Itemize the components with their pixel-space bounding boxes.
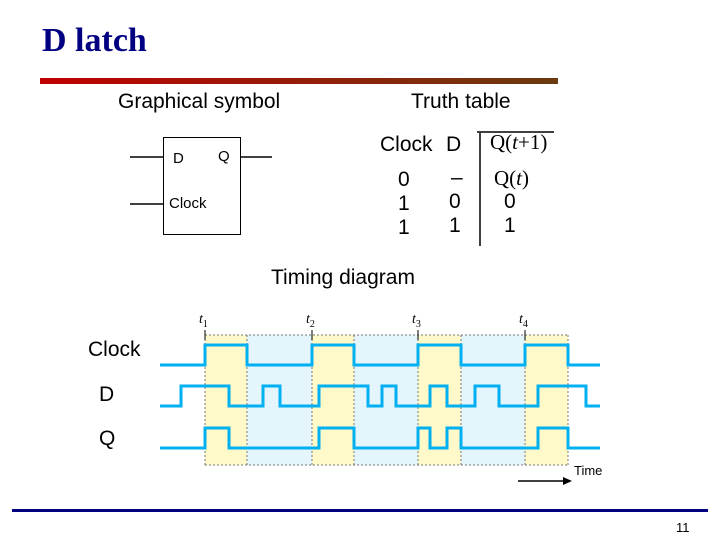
latch-symbol-box [163, 137, 241, 235]
timing-bands [205, 335, 568, 465]
page-number: 11 [676, 520, 690, 535]
q-waveform [160, 426, 600, 450]
band-high [525, 335, 568, 465]
truth-table-col-q: Q(t+1) [490, 130, 548, 154]
truth-table-heading: Truth table [411, 90, 511, 113]
band-low [354, 335, 418, 465]
truth-table-cell: – [451, 166, 463, 189]
truth-table-col-clock: Clock [380, 133, 433, 156]
time-marker-t1: t1 [199, 312, 208, 330]
graphical-symbol-heading: Graphical symbol [118, 90, 281, 113]
symbol-input-d: D [173, 150, 184, 167]
truth-table-cell: 0 [504, 190, 516, 213]
time-axis-label: Time [574, 463, 603, 478]
band-high [205, 335, 247, 465]
signal-label-clock: Clock [88, 338, 141, 361]
signal-label-d: D [99, 383, 115, 406]
slide-title: D latch [42, 22, 147, 59]
truth-table-cell: 1 [398, 192, 410, 215]
time-marker-ticks [204, 330, 526, 340]
time-marker-t2: t2 [306, 312, 315, 330]
footer-rule [12, 509, 708, 512]
time-arrow-icon [563, 477, 572, 485]
band-high [418, 335, 461, 465]
truth-table-cell: Q(t) [494, 166, 530, 190]
time-marker-t4: t4 [519, 312, 528, 330]
truth-table-cell: 1 [449, 214, 461, 237]
signal-label-q: Q [99, 427, 116, 450]
truth-table-cell: 0 [398, 168, 410, 191]
time-marker-t3: t3 [412, 312, 421, 330]
title-underline [40, 78, 558, 84]
clock-waveform [160, 343, 600, 367]
truth-table-cell: 1 [398, 216, 410, 239]
truth-table-cell: 1 [504, 214, 516, 237]
band-low [461, 335, 525, 465]
d-waveform [160, 384, 600, 408]
timing-diagram-heading: Timing diagram [271, 266, 415, 289]
symbol-input-clock: Clock [169, 195, 207, 212]
symbol-output-q: Q [218, 148, 230, 165]
truth-table-cell: 0 [449, 190, 461, 213]
truth-table-col-d: D [446, 133, 462, 156]
